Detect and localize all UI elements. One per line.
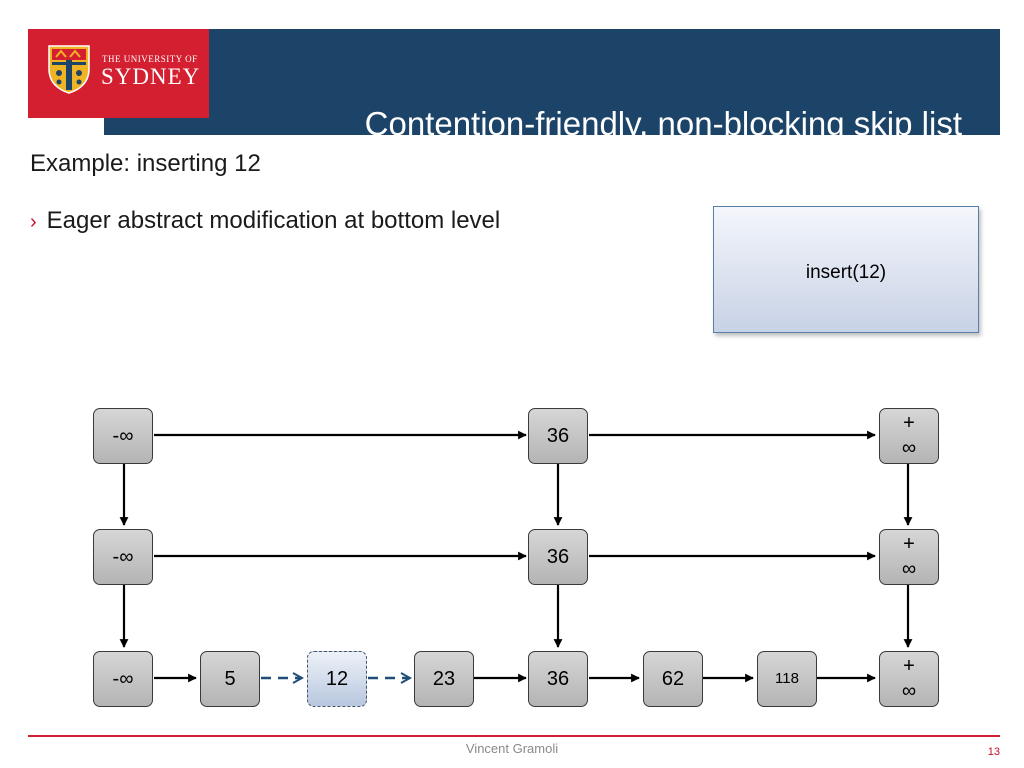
footer-author: Vincent Gramoli (465, 741, 559, 756)
node-bot-36: 36 (528, 651, 588, 707)
node-mid-pos-inf: + ∞ (879, 529, 939, 585)
university-logo: THE UNIVERSITY OF SYDNEY (28, 29, 209, 118)
node-top-36: 36 (528, 408, 588, 464)
bullet-item: › Eager abstract modification at bottom l… (30, 207, 500, 235)
bullet-text: Eager abstract modification at bottom le… (46, 207, 501, 234)
footer-divider (28, 735, 1000, 737)
node-mid-neg-inf: -∞ (93, 529, 153, 585)
node-bot-neg-inf: -∞ (93, 651, 153, 707)
node-bot-23: 23 (414, 651, 474, 707)
operation-box: insert(12) (713, 206, 979, 333)
example-heading: Example: inserting 12 (30, 150, 261, 177)
slide-title: Contention-friendly, non-blocking skip l… (364, 105, 962, 142)
header-bar: Contention-friendly, non-blocking skip l… (104, 29, 1000, 142)
bullet-chevron-icon: › (30, 211, 37, 233)
logo-line1: THE UNIVERSITY OF (102, 54, 198, 64)
node-top-pos-inf: + ∞ (879, 408, 939, 464)
node-bot-12-pending: 12 (307, 651, 367, 707)
node-bot-pos-inf: + ∞ (879, 651, 939, 707)
operation-label: insert(12) (805, 262, 887, 283)
node-top-neg-inf: -∞ (93, 408, 153, 464)
node-bot-5: 5 (200, 651, 260, 707)
crest-icon (48, 45, 90, 94)
node-bot-62: 62 (643, 651, 703, 707)
page-number: 13 (987, 746, 1000, 758)
node-bot-118: 118 (757, 651, 817, 707)
node-mid-36: 36 (528, 529, 588, 585)
logo-line2: SYDNEY (101, 64, 201, 89)
